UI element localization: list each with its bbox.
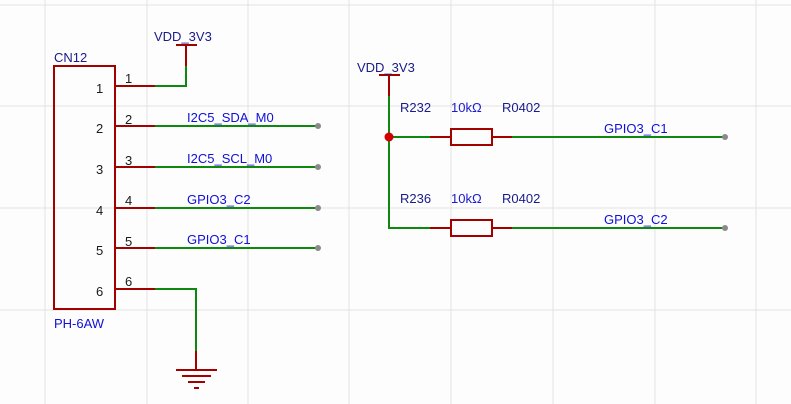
pin-inner-label: 1: [96, 81, 103, 96]
resistor-value: 10kΩ: [451, 100, 482, 115]
resistor-package: R0402: [502, 191, 540, 206]
power-label: VDD_3V3: [357, 60, 415, 75]
net-label: I2C5_SDA_M0: [187, 110, 274, 125]
pin-inner-label: 2: [96, 121, 103, 136]
pin-inner-label: 4: [96, 203, 103, 218]
net-label: GPIO3_C1: [604, 121, 668, 136]
power-symbol-vdd-right[interactable]: VDD_3V3: [357, 60, 415, 96]
pin-outer-label: 6: [125, 274, 132, 289]
resistor-r236[interactable]: R236 10kΩ R0402: [400, 191, 540, 237]
pin-outer-label: 2: [125, 112, 132, 127]
wire-endpoint: [315, 164, 321, 170]
power-symbol-vdd-left[interactable]: VDD_3V3: [154, 29, 212, 66]
resistor-designator: R232: [400, 100, 431, 115]
wire-endpoint: [315, 205, 321, 211]
wire-endpoint: [722, 225, 728, 231]
connector-cn12[interactable]: CN12 PH-6AW 1 2 3 4 5 6 1 2 3 4 5 6: [53, 50, 155, 331]
junction-dot: [384, 132, 394, 142]
net-label: GPIO3_C2: [604, 212, 668, 227]
wire-endpoint: [722, 134, 728, 140]
resistor-designator: R236: [400, 191, 431, 206]
connector-body[interactable]: [53, 65, 116, 310]
wire-endpoint: [315, 123, 321, 129]
wire-pin1-vdd[interactable]: [155, 66, 187, 87]
net-label: GPIO3_C1: [187, 232, 251, 247]
pin-inner-label: 5: [96, 243, 103, 258]
wire-endpoint: [315, 245, 321, 251]
net-label: I2C5_SCL_M0: [187, 151, 272, 166]
ground-icon[interactable]: [176, 351, 217, 389]
resistor-package: R0402: [502, 100, 540, 115]
connector-footprint: PH-6AW: [54, 316, 105, 331]
pin-outer-label: 5: [125, 234, 132, 249]
pin-inner-label: 3: [96, 162, 103, 177]
pin-outer-label: 3: [125, 153, 132, 168]
signal-wires: I2C5_SDA_M0 I2C5_SCL_M0 GPIO3_C2 GPIO3_C…: [155, 110, 321, 251]
pin-outer-label: 1: [125, 71, 132, 86]
resistor-r232[interactable]: R232 10kΩ R0402: [400, 100, 540, 146]
pin-outer-label: 4: [125, 193, 132, 208]
net-label: GPIO3_C2: [187, 192, 251, 207]
wire-pin6-gnd[interactable]: [155, 288, 197, 351]
pin-inner-label: 6: [96, 284, 103, 299]
connector-designator: CN12: [54, 50, 87, 65]
resistor-value: 10kΩ: [451, 191, 482, 206]
power-label: VDD_3V3: [154, 29, 212, 44]
